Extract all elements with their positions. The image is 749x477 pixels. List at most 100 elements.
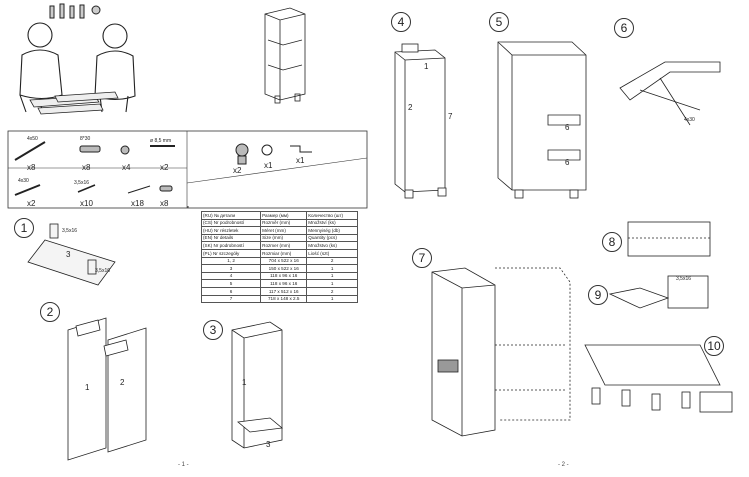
panel-label-3-step1: 3 [66,250,71,259]
cabinet-exploded-view [264,7,306,104]
parts-table-cell: 718 x 148 x 2.5 [260,294,308,304]
step-8-marker: 8 [602,232,622,252]
parts-table-cell: Количество (шт) [306,211,358,220]
parts-table-cell: 3 [200,264,262,273]
parts-table-cell: Množství (ks) [306,218,358,228]
parts-table-cell: Rozměr (mm) [260,218,308,228]
parts-table-cell: 704 x 522 x 16 [260,256,308,266]
step-9-marker: 9 [588,285,608,305]
callout-4x30: 4x30 [684,117,695,123]
person-left-figure [19,22,63,113]
qty-bolt: x2 [160,163,169,172]
step-2-marker: 2 [40,302,60,322]
step-10-marker: 10 [704,336,724,356]
step-5-marker: 5 [489,12,509,32]
callout-3-5x16-b: 3,5x16 [95,268,111,274]
parts-table-cell: (PL) Nr szczegóły [200,248,262,258]
parts-table-cell: Méret (mm) [260,226,308,235]
step6-drawing [619,61,721,126]
spec-screw-3-5x16: 3,5x16 [74,180,90,186]
spec-bolt: ø 8,5 mm [150,138,172,144]
qty-shelf-pin: x4 [122,163,131,172]
spec-screw-4x30: 4x30 [18,178,29,184]
callout-3-5x16-d: 3,5x16 [676,276,692,282]
step5-drawing [497,41,587,199]
parts-table-cell: Size (mm) [260,233,308,243]
tools-icon [49,3,101,19]
parts-table-cell: 117 x 512 x 16 [260,286,308,296]
step-3-marker: 3 [203,320,223,340]
parts-table-cell: 150 x 522 x 16 [260,264,308,273]
parts-table-cell: 1 [306,271,358,281]
panel-label-6b-step5: 6 [565,158,570,167]
panel-label-1-step3: 1 [242,378,247,387]
parts-table-cell: Mennyiség (db) [306,226,358,235]
qty-connector: x8 [160,199,169,208]
step2-drawing [67,317,147,461]
qty-screw-3-5x16: x10 [80,199,93,208]
panel-label-3-step3: 3 [266,440,271,449]
step9-drawing [608,275,709,309]
parts-table-cell: 1, 2 [200,256,262,266]
parts-table-cell: 2 [306,256,358,266]
parts-table-cell: Rozmer (mm) [260,241,308,250]
parts-table-cell: Размер (мм) [260,211,308,220]
panel-label-2-step4: 2 [408,103,413,112]
parts-table-cell: 1 [306,279,358,288]
parts-table-cell: 118 x 96 x 16 [260,279,308,288]
parts-table-cell: (EN) Nr details [200,233,262,243]
step10-drawing [584,344,733,413]
parts-table-cell: 5 [200,279,262,288]
qty-hex-key: x1 [296,156,305,165]
parts-table-cell: 4 [200,271,262,281]
parts-table-cell: 118 x 96 x 16 [260,271,308,281]
hardware-box [7,130,368,209]
step3-drawing [231,321,283,449]
page-number-left: - 1 - [178,462,189,468]
boards-stack [29,91,119,115]
hardware-glyphs [14,141,312,196]
parts-table-cell: 1 [306,294,358,304]
qty-leg: x2 [233,166,242,175]
parts-table-cell: Množstvo (ks) [306,241,358,250]
step-4-marker: 4 [391,12,411,32]
qty-dowel: x8 [82,163,91,172]
callout-3-5x16-a: 3,5x16 [62,228,78,234]
parts-table-cell: 7 [200,294,262,304]
qty-screw-4x50: x8 [27,163,36,172]
step1-drawing [27,223,116,286]
spec-screw-4x50: 4x50 [27,136,38,142]
panel-label-1-step4: 1 [424,62,429,71]
panel-label-7-step4: 7 [448,112,453,121]
panel-label-6a-step5: 6 [565,123,570,132]
parts-table-cell: Rozmiar (mm) [260,248,308,258]
parts-table-cell: (RU) № детали [200,211,262,220]
parts-table-cell: 6 [200,286,262,296]
parts-table-cell: Liość (szt) [306,248,358,258]
step8-drawing [627,221,711,257]
qty-screw-4x30: x2 [27,199,36,208]
parts-table-cell: (CS) Nr podrobností [200,218,262,228]
step4-drawing [394,43,447,199]
step-1-marker: 1 [14,218,34,238]
person-right-figure [94,23,136,113]
qty-nail: x18 [131,199,144,208]
spec-dowel: 8*30 [80,136,91,142]
parts-table-cell: 2 [306,286,358,296]
parts-table-cell: Quantity (pcs) [306,233,358,243]
panel-label-2-step2: 2 [120,378,125,387]
